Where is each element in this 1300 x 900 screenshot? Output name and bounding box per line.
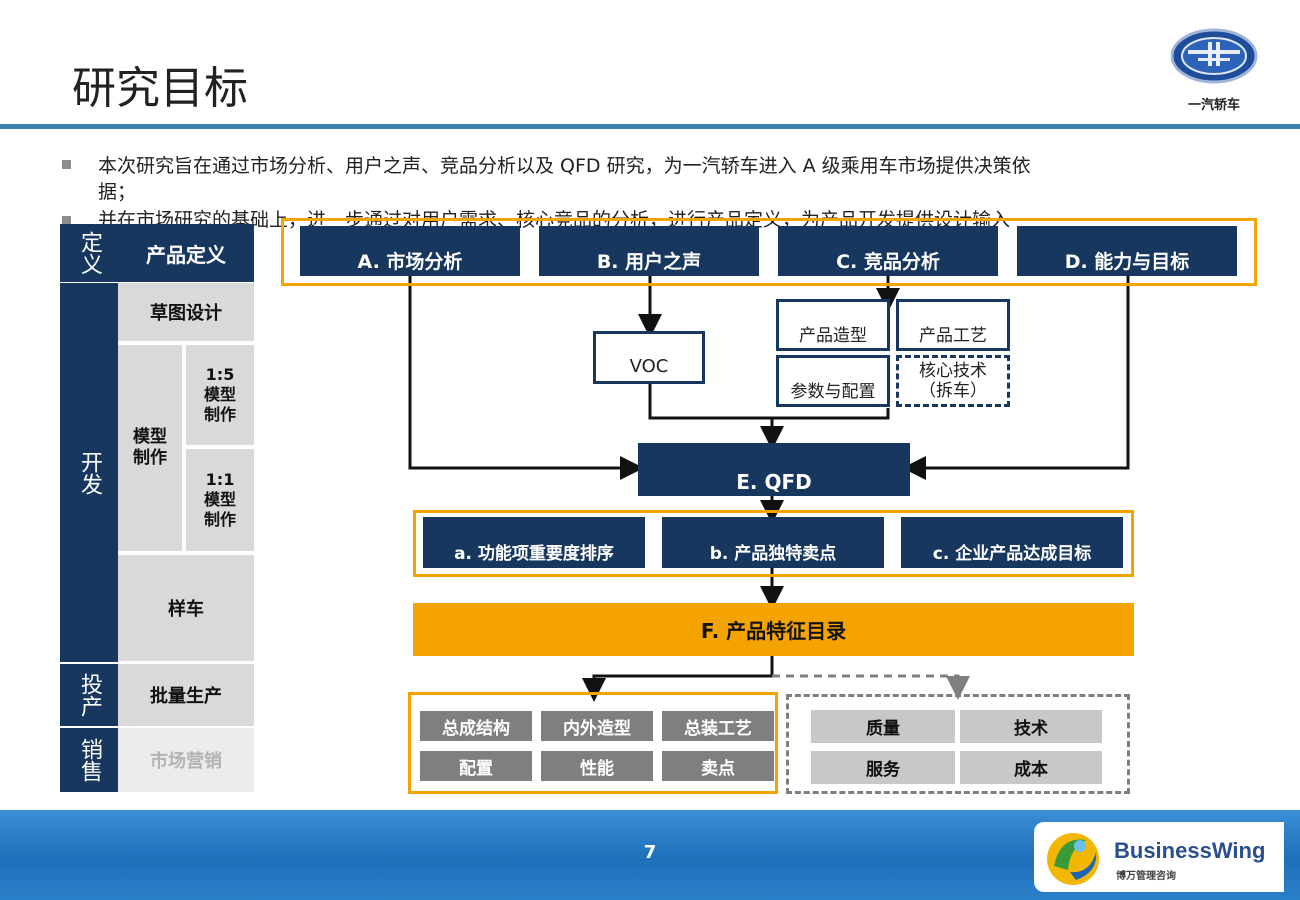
model-11-cell: 1:1 模型制作 — [186, 449, 254, 551]
faw-emblem-icon — [1170, 28, 1258, 84]
product-process-box: 产品工艺 — [896, 299, 1010, 351]
sample-car-cell: 样车 — [118, 553, 254, 661]
bullet-marker — [62, 160, 71, 169]
mass-prod-cell: 批量生产 — [118, 662, 254, 726]
bullet-text-1: 本次研究旨在通过市场分析、用户之声、竞品分析以及 QFD 研究，为一汽轿车进入 … — [98, 155, 1031, 177]
qfd-box: E. QFD — [638, 443, 910, 496]
enterprise-target-box: c. 企业产品达成目标 — [901, 517, 1123, 568]
stage-define: 定义 — [60, 224, 118, 282]
feature-group-frame — [408, 692, 778, 794]
voice-of-user-box: B. 用户之声 — [539, 226, 759, 276]
header-divider — [0, 124, 1300, 129]
technology-cell: 技术 — [960, 710, 1102, 743]
selling-point-cell: 卖点 — [662, 751, 774, 781]
assembly-structure-cell: 总成结构 — [420, 711, 532, 741]
page-title: 研究目标 — [72, 63, 248, 114]
top-analysis-frame — [281, 218, 1257, 286]
businesswing-logo: BusinessWing 博万管理咨询 — [1034, 822, 1284, 892]
stage-sales: 销售 — [60, 726, 118, 792]
businesswing-emblem-icon — [1047, 833, 1099, 885]
params-config-box: 参数与配置 — [776, 355, 890, 407]
market-analysis-box: A. 市场分析 — [300, 226, 520, 276]
model-make-cell: 模型制作 — [118, 345, 184, 551]
competitor-analysis-box: C. 竞品分析 — [778, 226, 998, 276]
faw-logo: 一汽轿车 — [1168, 28, 1260, 113]
quality-cell: 质量 — [811, 710, 955, 743]
sketch-cell: 草图设计 — [118, 283, 254, 343]
service-cell: 服务 — [811, 751, 955, 784]
voc-box: VOC — [593, 331, 705, 384]
stage-invest: 投产 — [60, 662, 118, 726]
core-tech-box: 核心技术（拆车） — [896, 355, 1010, 407]
page-number: 7 — [643, 842, 657, 863]
product-define-cell: 产品定义 — [118, 224, 254, 282]
brand-subtitle: 博万管理咨询 — [1116, 871, 1176, 882]
product-styling-box: 产品造型 — [776, 299, 890, 351]
marketing-cell: 市场营销 — [118, 728, 254, 792]
bullet-text-1b: 据； — [98, 181, 137, 203]
importance-ranking-box: a. 功能项重要度排序 — [423, 517, 645, 568]
model-15-cell: 1:5 模型制作 — [186, 345, 254, 447]
qfd-output-frame — [413, 510, 1134, 577]
styling-cell: 内外造型 — [541, 711, 653, 741]
quality-group-frame — [786, 694, 1130, 794]
cost-cell: 成本 — [960, 751, 1102, 784]
bullet-marker — [62, 216, 71, 225]
stage-develop: 开发 — [60, 282, 118, 662]
configuration-cell: 配置 — [420, 751, 532, 781]
logo-text: 一汽轿车 — [1187, 98, 1240, 113]
assembly-process-cell: 总装工艺 — [662, 711, 774, 741]
performance-cell: 性能 — [541, 751, 653, 781]
capability-target-box: D. 能力与目标 — [1017, 226, 1237, 276]
unique-selling-box: b. 产品独特卖点 — [662, 517, 884, 568]
feature-list-bar: F. 产品特征目录 — [413, 603, 1134, 656]
brand-name: BusinessWing — [1114, 838, 1266, 863]
